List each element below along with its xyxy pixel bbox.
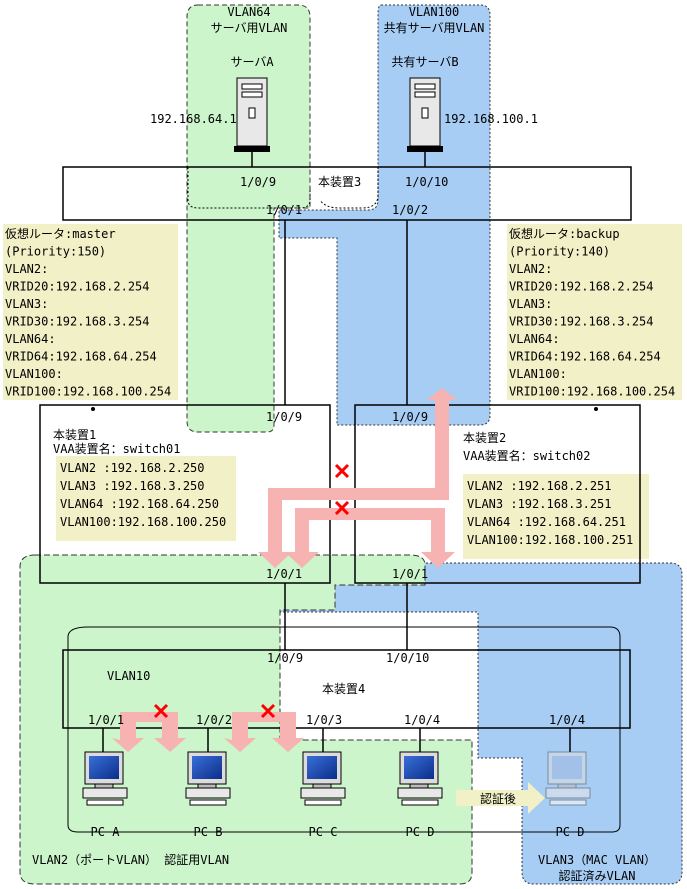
device4-port-2: 1/0/2	[196, 713, 232, 727]
device1-addr-box	[56, 456, 236, 541]
vlan64-region	[186, 4, 311, 433]
device4-uplink-9: 1/0/9	[267, 651, 303, 665]
vr-master-line: VRID100:192.168.100.254	[5, 385, 171, 399]
device3-box	[62, 166, 632, 221]
pc-d-label: PC D	[406, 825, 435, 839]
device2-addr-line: VLAN64 :192.168.64.251	[467, 515, 626, 529]
vlan64-subtitle: サーバ用VLAN	[211, 21, 288, 35]
pc-b-label: PC B	[194, 825, 223, 839]
vlan3-label-line2: 認証済みVLAN	[559, 868, 636, 883]
device1-port-top: 1/0/9	[266, 410, 302, 424]
vr-master-line: VLAN64:	[5, 332, 56, 346]
vr-master-box	[3, 224, 178, 400]
pc-d-icon	[397, 751, 443, 806]
vr-backup-box	[507, 224, 682, 400]
device3-port-1: 1/0/1	[266, 203, 302, 217]
vlan3-label-line1: VLAN3（MAC VLAN）	[538, 853, 656, 867]
pc-c-label: PC C	[309, 825, 338, 839]
vr-backup-line: VLAN100:	[509, 367, 567, 381]
server-b-label: 共有サーバB	[391, 55, 458, 69]
flow-arrows	[112, 388, 457, 752]
server-b-icon	[407, 77, 443, 152]
vr-backup-line: VLAN64:	[509, 332, 560, 346]
pc-c-icon	[300, 751, 346, 806]
vlan2-label: VLAN2（ポートVLAN） 認証用VLAN	[32, 852, 229, 867]
vr-master-text: 仮想ルータ:master (Priority:150) VLAN2: VRID20:…	[5, 226, 171, 399]
vr-master-line: VRID64:192.168.64.254	[5, 350, 157, 364]
device2-vaa: VAA装置名：switch02	[463, 448, 590, 463]
vr-backup-line: VLAN3:	[509, 297, 552, 311]
device4-box	[62, 649, 631, 729]
vr-backup-line: VRID64:192.168.64.254	[509, 350, 661, 364]
device2-addr-box	[463, 474, 649, 559]
vlan100-subtitle: 共有サーバ用VLAN	[384, 21, 485, 35]
device4-vlan10: VLAN10	[107, 669, 150, 683]
server-a-icon	[234, 77, 270, 152]
device2-port-top: 1/0/9	[392, 410, 428, 424]
device4-port-4: 1/0/4	[404, 713, 440, 727]
vr-master-line: (Priority:150)	[5, 245, 106, 259]
vr-backup-line: VRID20:192.168.2.254	[509, 280, 654, 294]
device3-label: 本装置3	[318, 175, 361, 189]
after-auth-label: 認証後	[480, 791, 516, 806]
device4-label: 本装置4	[322, 682, 365, 696]
device2-addr-line: VLAN100:192.168.100.251	[467, 533, 633, 547]
device4-port-3: 1/0/3	[306, 713, 342, 727]
block-cross-4	[260, 703, 276, 719]
pc-d-auth-label: PC D	[556, 825, 585, 839]
device1-addr-line: VLAN3 :192.168.3.250	[60, 479, 205, 493]
vlan100-title: VLAN100	[409, 5, 460, 19]
block-cross-1	[334, 463, 350, 479]
device4-port-1: 1/0/1	[88, 713, 124, 727]
vr-backup-line: VRID100:192.168.100.254	[509, 385, 675, 399]
pc-a-icon	[82, 751, 128, 806]
auth-arrow-icon	[456, 782, 545, 814]
pc-a-label: PC A	[91, 825, 121, 839]
device3-port-10: 1/0/10	[405, 175, 448, 189]
vr-backup-line: (Priority:140)	[509, 245, 610, 259]
block-cross-2	[334, 500, 350, 516]
device1-port-bottom: 1/0/1	[266, 567, 302, 581]
server-b-ip: 192.168.100.1	[444, 112, 538, 126]
device4-uplink-10: 1/0/10	[386, 651, 429, 665]
vr-master-line: VLAN3:	[5, 297, 48, 311]
device4-port-4b: 1/0/4	[549, 713, 585, 727]
device2-port-bottom: 1/0/1	[392, 567, 428, 581]
vr-backup-line: VLAN2:	[509, 262, 552, 276]
device1-vaa: VAA装置名：switch01	[53, 441, 180, 456]
vr-master-line: 仮想ルータ:master	[5, 226, 116, 241]
device1-addr-line: VLAN2 :192.168.2.250	[60, 461, 205, 475]
device2-addr-line: VLAN2 :192.168.2.251	[467, 479, 612, 493]
vr-master-line: VRID20:192.168.2.254	[5, 280, 150, 294]
vlan64-title: VLAN64	[227, 5, 270, 19]
vr-backup-text: 仮想ルータ:backup (Priority:140) VLAN2: VRID20:…	[509, 226, 675, 399]
master-pointer-dot	[91, 407, 95, 411]
device4-outer-frame	[67, 626, 621, 833]
vr-master-line: VLAN2:	[5, 262, 48, 276]
backup-pointer-dot	[594, 407, 598, 411]
vr-master-line: VRID30:192.168.3.254	[5, 315, 150, 329]
vr-master-line: VLAN100:	[5, 367, 63, 381]
vr-backup-line: VRID30:192.168.3.254	[509, 315, 654, 329]
device1-label: 本装置1	[53, 428, 96, 442]
device3-port-2: 1/0/2	[392, 203, 428, 217]
vr-backup-line: 仮想ルータ:backup	[509, 226, 620, 241]
device2-label: 本装置2	[463, 431, 506, 445]
device3-inner-divider	[187, 167, 379, 209]
block-cross-3	[153, 703, 169, 719]
device1-addr-line: VLAN100:192.168.100.250	[60, 515, 226, 529]
device2-addr-line: VLAN3 :192.168.3.251	[467, 497, 612, 511]
device1-addr-line: VLAN64 :192.168.64.250	[60, 497, 219, 511]
pc-b-icon	[185, 751, 231, 806]
pc-d-authenticated-icon	[545, 751, 591, 806]
device3-port-9: 1/0/9	[240, 175, 276, 189]
server-a-ip: 192.168.64.1	[150, 112, 237, 126]
server-a-label: サーバA	[230, 55, 274, 69]
